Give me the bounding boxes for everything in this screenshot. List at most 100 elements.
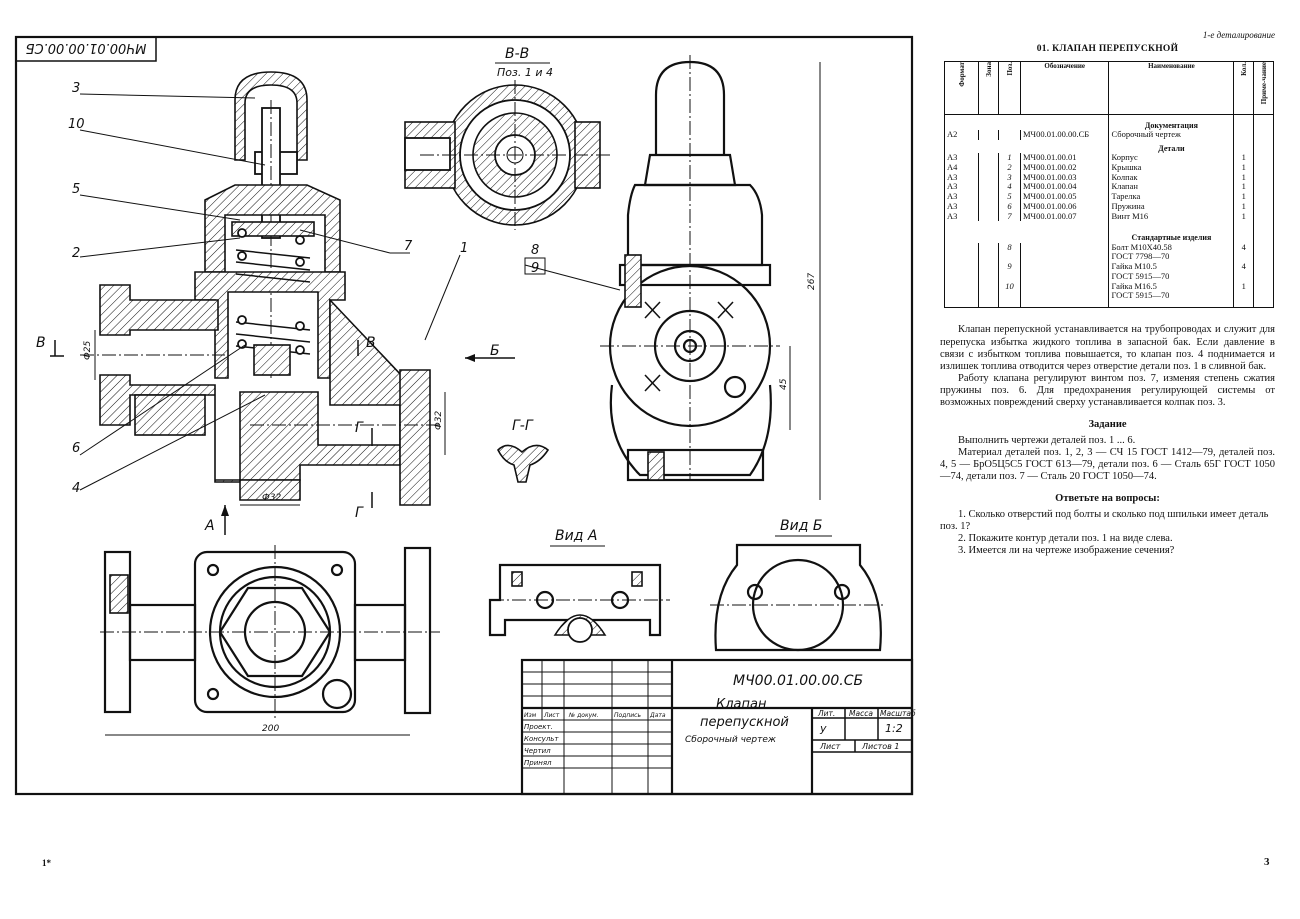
table-row: ГОСТ 5915—70 bbox=[943, 291, 1274, 309]
specification-table: Формат Зона Поз. Обозначение Наименовани… bbox=[943, 60, 1274, 309]
title-block-sheet: Лист bbox=[819, 742, 841, 751]
tb-role-consult: Консульт bbox=[524, 735, 559, 743]
title-block-name-2: перепускной bbox=[700, 715, 789, 730]
cell-format: А2 bbox=[943, 129, 980, 140]
title-block-scale-label: Масштаб bbox=[880, 709, 916, 718]
dim-d25: Ф25 bbox=[83, 341, 93, 360]
dim-45: 45 bbox=[779, 378, 789, 390]
table-row: ГОСТ 5915—70 bbox=[943, 271, 1274, 282]
dim-d32-side: Ф32 bbox=[434, 411, 444, 430]
header-note: 1-е деталирование bbox=[1202, 30, 1275, 40]
col-code: Обозначение bbox=[1019, 60, 1110, 115]
callout-9: 9 bbox=[531, 261, 539, 276]
task-section: Задание Выполнить чертежи деталей поз. 1… bbox=[940, 419, 1275, 483]
col-zone: Зона bbox=[984, 61, 993, 77]
question-1: 1. Сколько отверстий под болты и сколько… bbox=[940, 509, 1269, 533]
dim-267: 267 bbox=[807, 273, 817, 290]
stamp-code: МЧ00.01.00.00.СБ bbox=[26, 40, 147, 55]
section-parts: Детали bbox=[1108, 139, 1235, 154]
callout-2: 2 bbox=[72, 246, 80, 261]
title-block-sheets: Листов 1 bbox=[861, 742, 900, 751]
section-gg-label: Г-Г bbox=[512, 418, 534, 434]
section-bb-view: В-В Поз. 1 и 4 bbox=[404, 46, 610, 230]
question-3: 3. Имеется ли на чертеже изображение сеч… bbox=[958, 545, 1175, 557]
description-para-2: Работу клапана регулируют винтом поз. 7,… bbox=[940, 372, 1275, 408]
col-qty: Кол. bbox=[1239, 61, 1248, 76]
tb-row-list: Лист bbox=[543, 712, 560, 719]
mark-a: А bbox=[204, 518, 215, 534]
tb-role-accepted: Принял bbox=[524, 759, 552, 767]
question-2: 2. Покажите контур детали поз. 1 на виде… bbox=[958, 533, 1173, 545]
view-b-label: Вид Б bbox=[780, 518, 822, 534]
description-para-1: Клапан перепускной устанавливается на тр… bbox=[940, 324, 1275, 372]
section-standard: Стандартные изделия bbox=[1108, 221, 1235, 243]
title-block-mass: Масса bbox=[849, 709, 873, 718]
callout-10: 10 bbox=[68, 117, 85, 132]
specification-column: 1-е деталирование 01. КЛАПАН ПЕРЕПУСКНОЙ… bbox=[940, 30, 1275, 558]
callout-7: 7 bbox=[404, 239, 413, 254]
task-line-2: Материал деталей поз. 1, 2, 3 — СЧ 15 ГО… bbox=[940, 447, 1275, 483]
callout-5: 5 bbox=[72, 182, 80, 197]
bottom-view bbox=[100, 545, 440, 720]
section-marks: В В Б Г Г А Ф25 Ф32 Ф32 267 45 200 bbox=[36, 273, 817, 734]
callout-6: 6 bbox=[72, 441, 80, 456]
tb-row-date: Дата bbox=[649, 712, 666, 719]
title-block-name-1: Клапан bbox=[716, 697, 767, 712]
section-bb-label: В-В bbox=[505, 46, 529, 62]
mark-g-top: Г bbox=[355, 420, 364, 436]
table-row: ГОСТ 7798—70 bbox=[943, 252, 1274, 263]
title-block-scale-value: 1:2 bbox=[885, 722, 903, 735]
title-block-lit: Лит. bbox=[817, 709, 835, 718]
side-view bbox=[600, 55, 821, 500]
col-format: Формат bbox=[957, 61, 966, 87]
section-documentation: Документация bbox=[1108, 114, 1235, 131]
callout-8: 8 bbox=[531, 243, 539, 258]
callout-1: 1 bbox=[460, 241, 468, 256]
mark-b: Б bbox=[490, 343, 500, 359]
page-number-right: 3 bbox=[1264, 856, 1270, 868]
tb-row-sign: Подпись bbox=[614, 712, 641, 719]
view-a: Вид А bbox=[488, 528, 670, 643]
dim-d32-bottom: Ф32 bbox=[262, 493, 281, 503]
callout-3: 3 bbox=[72, 81, 80, 96]
questions-heading: Ответьте на вопросы: bbox=[1055, 493, 1160, 505]
tb-role-drew: Чертил bbox=[524, 747, 551, 755]
title-block-lit-value: у bbox=[819, 722, 827, 735]
dim-200: 200 bbox=[262, 724, 279, 734]
cell-code: МЧ00.01.00.00.СБ bbox=[1019, 129, 1110, 140]
view-b: Вид Б bbox=[710, 518, 885, 652]
cell-name: Сборочный чертеж bbox=[1108, 129, 1235, 140]
col-note: Приме-чание bbox=[1259, 61, 1268, 105]
mark-v-right: В bbox=[366, 335, 376, 351]
rotated-stamp: МЧ00.01.00.00.СБ bbox=[15, 36, 157, 62]
tb-row-doc: № докум. bbox=[568, 712, 599, 719]
table-row: А2 МЧ00.01.00.00.СБ Сборочный чертеж bbox=[943, 129, 1274, 140]
view-a-label: Вид А bbox=[555, 528, 597, 544]
section-bb-sublabel: Поз. 1 и 4 bbox=[497, 66, 553, 79]
task-heading: Задание bbox=[1088, 418, 1127, 430]
tb-row-izm: Изм bbox=[524, 712, 537, 719]
task-line-1: Выполнить чертежи деталей поз. 1 ... 6. bbox=[958, 434, 1136, 446]
col-pos: Поз. bbox=[1005, 61, 1014, 76]
page-number-left: 1* bbox=[42, 858, 51, 868]
callout-leaders bbox=[79, 93, 621, 491]
sheet-frame bbox=[14, 35, 914, 796]
section-gg-view: Г-Г bbox=[497, 418, 550, 483]
callout-4: 4 bbox=[72, 481, 80, 496]
col-name: Наименование bbox=[1108, 60, 1235, 115]
description: Клапан перепускной устанавливается на тр… bbox=[940, 324, 1275, 408]
title-block: МЧ00.01.00.00.СБ Клапан перепускной Сбор… bbox=[520, 658, 916, 796]
specification-title: 01. КЛАПАН ПЕРЕПУСКНОЙ bbox=[1036, 44, 1179, 54]
mark-v-left: В bbox=[36, 335, 46, 351]
title-block-code: МЧ00.01.00.00.СБ bbox=[733, 673, 863, 689]
callout-numbers: 3 10 5 2 7 1 8 9 6 4 bbox=[68, 81, 546, 496]
